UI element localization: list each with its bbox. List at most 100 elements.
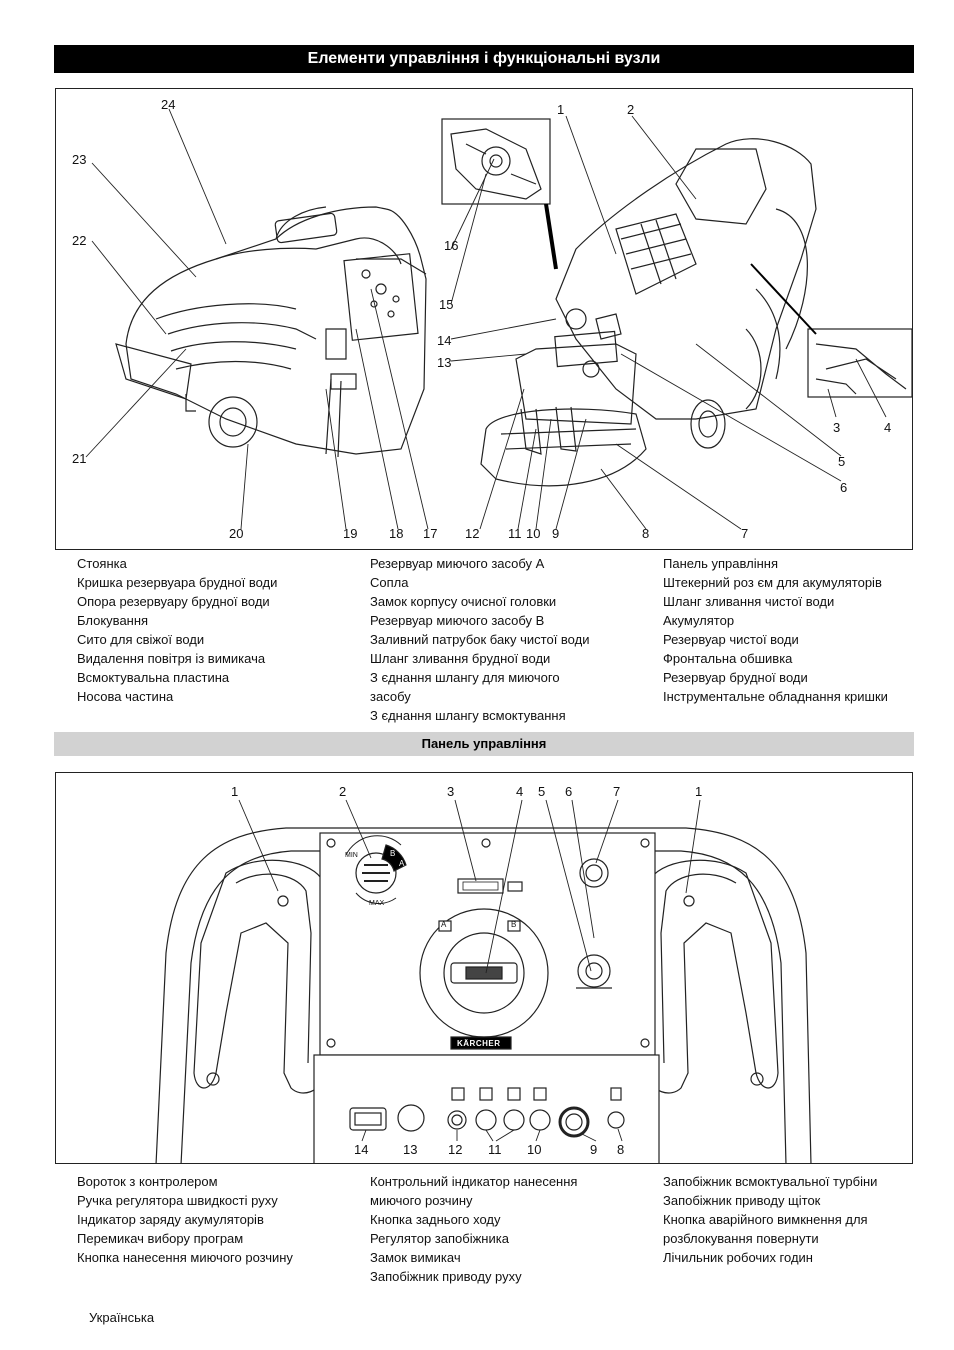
panel-callout-2: 2 <box>339 784 347 799</box>
legend-item: Резервуар брудної води <box>663 670 808 685</box>
machine-right-drawing <box>480 138 817 487</box>
legend-item: Ручка регулятора швидкості руху <box>77 1193 278 1208</box>
legend-item: Резервуар чистої води <box>663 632 799 647</box>
left-handle-drawing <box>193 859 332 1094</box>
selector-b-label: B <box>511 920 517 929</box>
callout-4: 4 <box>884 420 892 435</box>
legend-col1-panel: Вороток з контролером Ручка регулятора ш… <box>77 1172 337 1267</box>
callout-24: 24 <box>161 97 176 112</box>
machine-left-drawing <box>115 206 427 458</box>
legend-item: Панель управління <box>663 556 779 571</box>
legend-item: Сопла <box>370 575 409 590</box>
callout-7: 7 <box>741 526 749 541</box>
legend-item: Індикатор заряду акумуляторів <box>77 1212 264 1227</box>
callout-15: 15 <box>439 297 454 312</box>
callout-3: 3 <box>833 420 841 435</box>
panel-callout-14: 14 <box>354 1142 369 1157</box>
legend-item: Кнопка нанесення миючого розчину <box>77 1250 293 1265</box>
legend-col3-components: Панель управління Штекерний роз єм для а… <box>663 554 918 706</box>
knob-b-label: B <box>390 849 396 858</box>
legend-item: Носова частина <box>77 689 174 704</box>
callout-22: 22 <box>72 233 87 248</box>
legend-item: Шланг зливання чистої води <box>663 594 835 609</box>
machine-diagram-frame: 1 2 3 4 5 6 7 8 9 10 11 12 13 14 15 16 1… <box>55 88 913 550</box>
section-title-control-panel: Панель управління <box>54 732 914 756</box>
legend-item: Заливний патрубок баку чистої води <box>370 632 590 647</box>
legend-item: Сито для свіжої води <box>77 632 205 647</box>
callout-2: 2 <box>627 102 635 117</box>
callout-14: 14 <box>437 333 452 348</box>
callout-11: 11 <box>508 526 522 541</box>
legend-item: Регулятор запобіжника <box>370 1231 509 1246</box>
legend-col1-components: Стоянка Кришка резервуара брудної води О… <box>77 554 347 706</box>
control-panel-diagram-frame: MIN MAX B A A B KÄRCHER 1 2 3 4 5 6 7 1 … <box>55 772 913 1164</box>
legend-item: Інструментальне обладнання кришки <box>663 689 888 704</box>
legend-item: Перемикач вибору програм <box>77 1231 244 1246</box>
footer-language: Українська <box>89 1310 155 1325</box>
panel-callout-12: 12 <box>448 1142 463 1157</box>
inset-detail-right <box>807 328 912 398</box>
legend-item: Акумулятор <box>663 613 735 628</box>
legend-item: Стоянка <box>77 556 127 571</box>
panel-callout-13: 13 <box>403 1142 418 1157</box>
brand-plate: KÄRCHER <box>457 1039 501 1048</box>
callout-9: 9 <box>552 526 560 541</box>
legend-item: Кнопка аварійного вимкнення для розблоку… <box>663 1212 868 1246</box>
legend-item: Кришка резервуара брудної води <box>77 575 278 590</box>
legend-item: З єднання шлангу всмоктування <box>370 708 566 723</box>
right-handle-drawing <box>640 859 779 1094</box>
legend-item: Видалення повітря із вимикача <box>77 651 266 666</box>
callout-16: 16 <box>444 238 459 253</box>
section-title-components: Елементи управління і функціональні вузл… <box>54 45 914 73</box>
legend-item: Кнопка заднього ходу <box>370 1212 501 1227</box>
panel-callout-6: 6 <box>565 784 573 799</box>
panel-pointer-lines <box>238 799 701 1142</box>
machine-drawing <box>85 108 912 530</box>
panel-callout-3: 3 <box>447 784 455 799</box>
panel-callout-9: 9 <box>590 1142 598 1157</box>
legend-item: Всмоктувальна пластина <box>77 670 230 685</box>
legend-item: Вороток з контролером <box>77 1174 218 1189</box>
callout-19: 19 <box>343 526 358 541</box>
knob-a-label: A <box>399 859 405 868</box>
pointer-lines <box>85 108 887 530</box>
legend-item: Замок вимикач <box>370 1250 461 1265</box>
callout-8: 8 <box>642 526 650 541</box>
panel-callout-1-left: 1 <box>231 784 239 799</box>
callout-13: 13 <box>437 355 452 370</box>
panel-callout-8: 8 <box>617 1142 625 1157</box>
legend-item: Резервуар миючого засобу В <box>370 613 545 628</box>
control-panel-drawing <box>155 799 812 1163</box>
legend-item: Контрольний індикатор нанесення миючого … <box>370 1174 578 1208</box>
callout-17: 17 <box>423 526 438 541</box>
callout-20: 20 <box>229 526 244 541</box>
callout-6: 6 <box>840 480 848 495</box>
legend-item: Запобіжник всмоктувальної турбіни <box>663 1174 878 1189</box>
legend-item: Опора резервуару брудної води <box>77 594 270 609</box>
callout-5: 5 <box>838 454 846 469</box>
panel-callout-1-right: 1 <box>695 784 703 799</box>
legend-item: Лічильник робочих годин <box>663 1250 813 1265</box>
legend-col3-panel: Запобіжник всмоктувальної турбіни Запобі… <box>663 1172 913 1267</box>
callout-12: 12 <box>465 526 480 541</box>
panel-callout-11: 11 <box>488 1142 502 1157</box>
legend-item: Блокування <box>77 613 149 628</box>
callout-1: 1 <box>557 102 565 117</box>
panel-callout-7: 7 <box>613 784 621 799</box>
callout-18: 18 <box>389 526 404 541</box>
speed-max-label: MAX <box>369 900 385 907</box>
panel-callout-5: 5 <box>538 784 546 799</box>
legend-item: Запобіжник приводу щіток <box>663 1193 821 1208</box>
panel-callout-10: 10 <box>527 1142 542 1157</box>
legend-item: Фронтальна обшивка <box>663 651 793 666</box>
callout-21: 21 <box>72 451 87 466</box>
callout-23: 23 <box>72 152 87 167</box>
legend-item: З єднання шлангу для миючого засобу <box>370 670 560 704</box>
panel-callout-4: 4 <box>516 784 524 799</box>
legend-item: Замок корпусу очисної головки <box>370 594 557 609</box>
legend-col2-panel: Контрольний індикатор нанесення миючого … <box>370 1172 625 1286</box>
legend-item: Запобіжник приводу руху <box>370 1269 522 1284</box>
selector-a-label: A <box>441 920 447 929</box>
legend-item: Штекерний роз єм для акумуляторів <box>663 575 882 590</box>
callout-10: 10 <box>526 526 541 541</box>
